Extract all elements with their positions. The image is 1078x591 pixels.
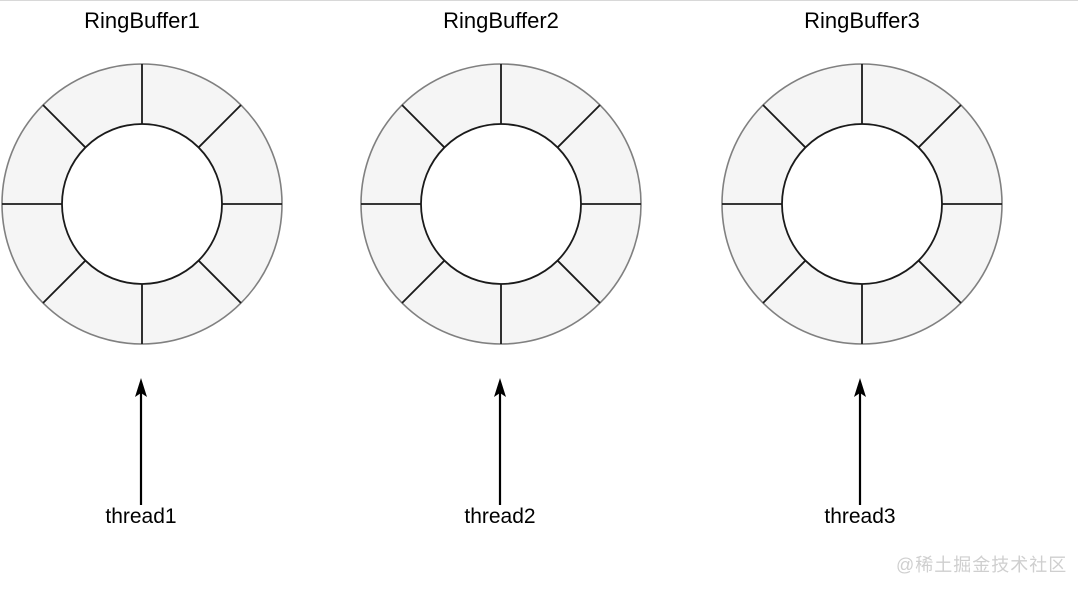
inner-circle [61, 123, 223, 285]
top-divider-rule [0, 0, 1078, 1]
ring-buffer-diagram-2 [360, 63, 642, 345]
divider-225deg [762, 259, 807, 304]
ring-buffer-group-1: RingBuffer1 [0, 0, 292, 360]
divider-45deg [917, 104, 962, 149]
thread-arrow-1 [135, 378, 147, 505]
thread-label-3: thread3 [824, 505, 896, 528]
divider-45deg [556, 104, 601, 149]
segment-dividers [361, 64, 641, 344]
inner-circle [420, 123, 582, 285]
segment-dividers [722, 64, 1002, 344]
thread-arrow-2 [494, 378, 506, 505]
arrow-head-icon [854, 378, 866, 397]
divider-135deg [197, 259, 242, 304]
ring-buffer-diagram-1 [1, 63, 283, 345]
ring-buffer-group-3: RingBuffer3 [712, 0, 1012, 360]
ring-buffer-title-1: RingBuffer1 [84, 8, 200, 33]
arrow-head-icon [494, 378, 506, 397]
ring-buffer-title-3: RingBuffer3 [804, 8, 920, 33]
divider-225deg [42, 259, 87, 304]
divider-45deg [197, 104, 242, 149]
ring-buffer-group-2: RingBuffer2 [351, 0, 651, 360]
divider-315deg [762, 104, 807, 149]
thread-group-2: thread2 [390, 375, 610, 575]
thread-group-3: thread3 [750, 375, 970, 575]
inner-circle [781, 123, 943, 285]
thread-arrow-3 [854, 378, 866, 505]
divider-315deg [401, 104, 446, 149]
divider-225deg [401, 259, 446, 304]
divider-315deg [42, 104, 87, 149]
arrow-head-icon [135, 378, 147, 397]
segment-dividers [2, 64, 282, 344]
thread-group-1: thread1 [31, 375, 251, 575]
divider-135deg [917, 259, 962, 304]
thread-label-2: thread2 [464, 505, 536, 528]
watermark: @稀土掘金技术社区 [896, 555, 1068, 575]
ring-buffer-title-2: RingBuffer2 [443, 8, 559, 33]
thread-label-1: thread1 [105, 505, 177, 528]
divider-135deg [556, 259, 601, 304]
ring-buffer-diagram-3 [721, 63, 1003, 345]
